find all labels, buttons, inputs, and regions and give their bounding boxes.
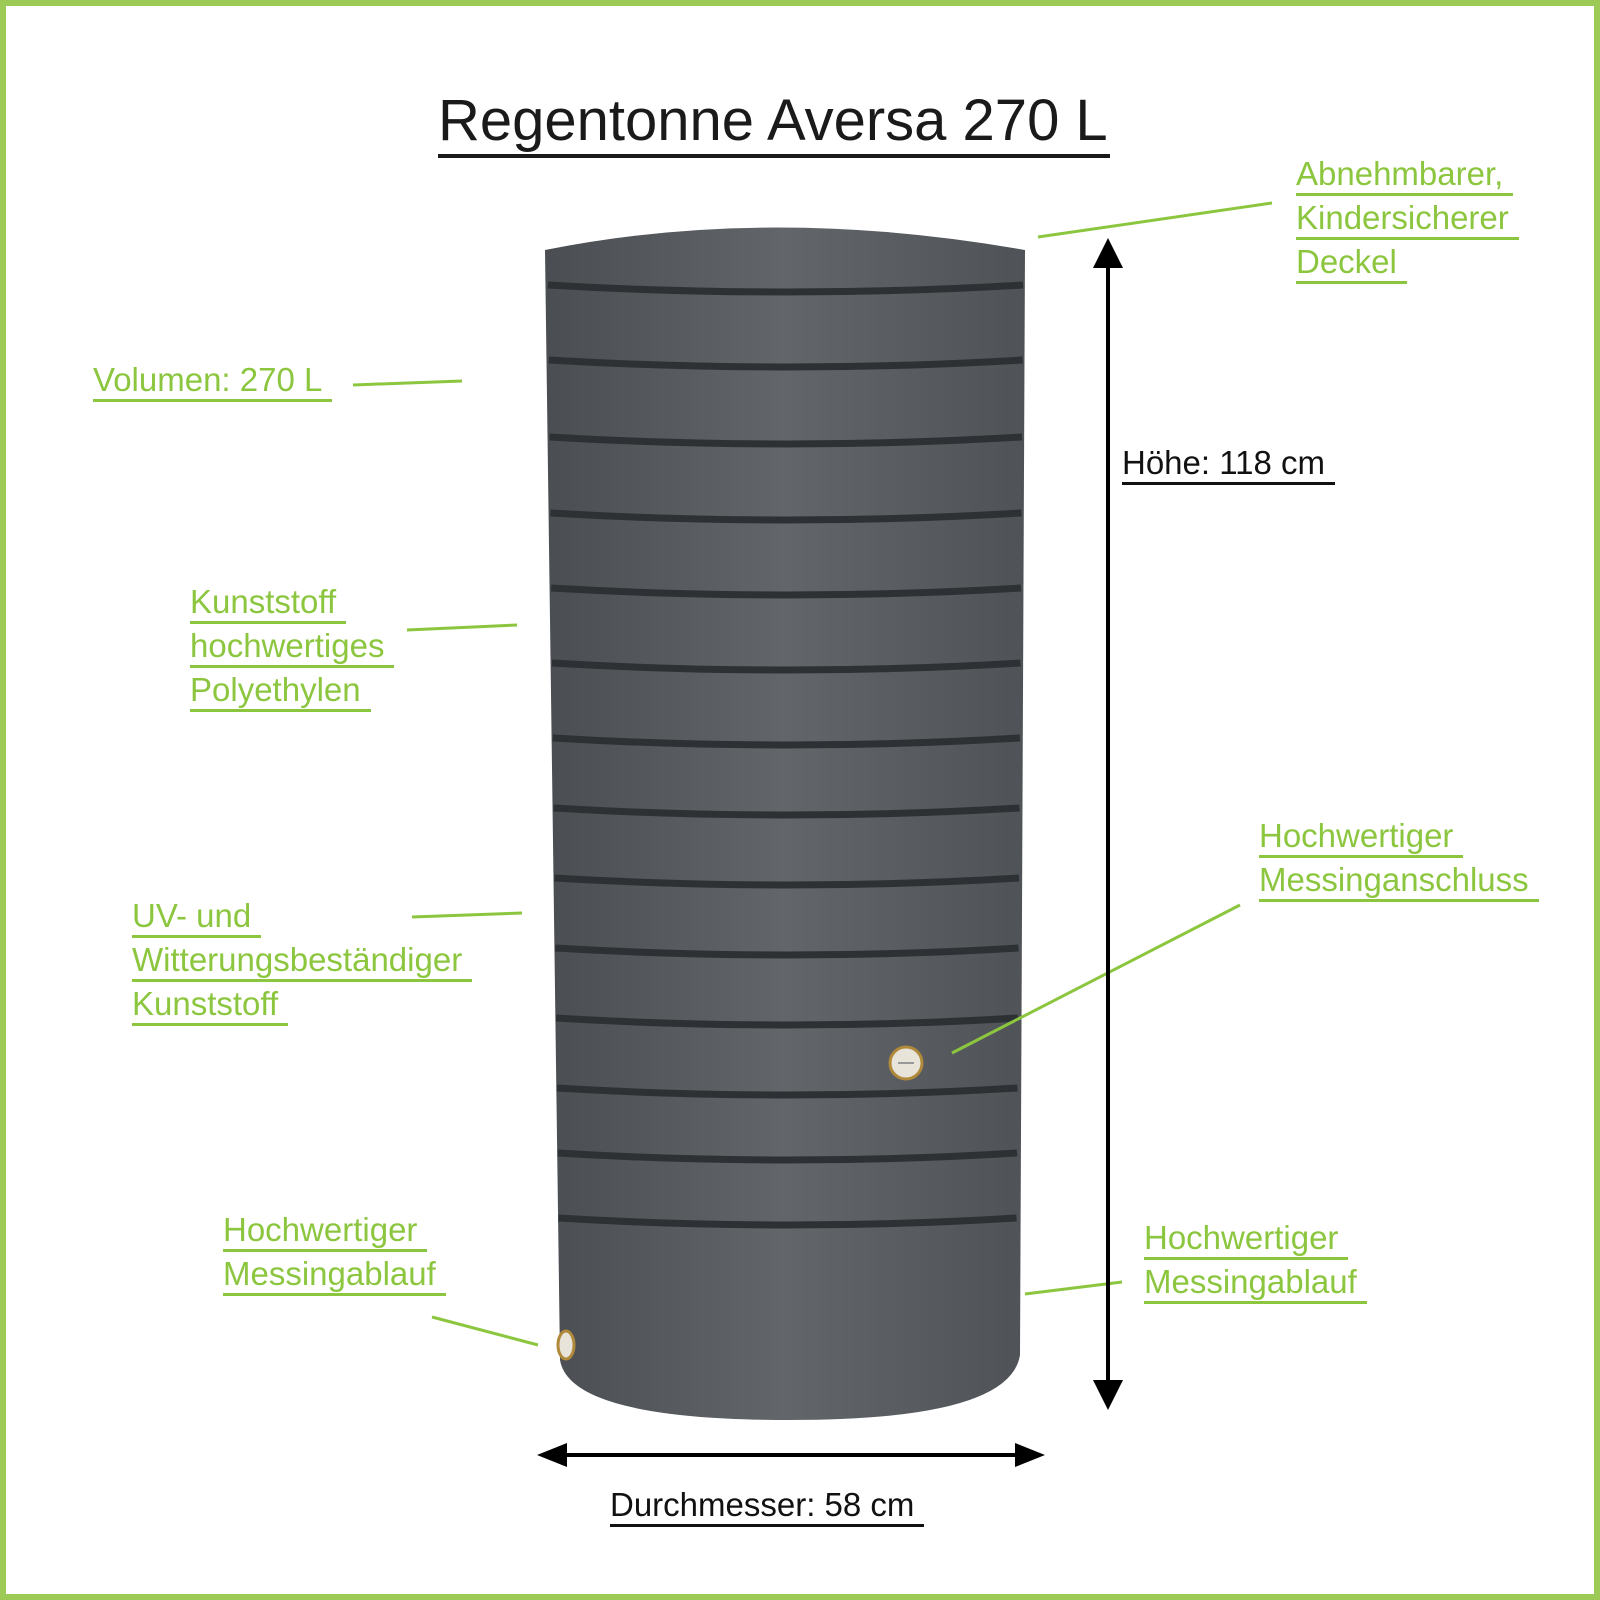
barrel-groove	[556, 1084, 1018, 1099]
page-title: Regentonne Aversa 270 L	[438, 88, 1110, 158]
diameter-arrow	[537, 1443, 1045, 1467]
height-label: Höhe: 118 cm	[1122, 444, 1335, 485]
barrel-groove	[554, 944, 1019, 959]
leader-lines	[352, 201, 1273, 1347]
label-volume: Volumen: 270 L	[93, 358, 333, 402]
barrel-groove	[558, 1214, 1017, 1229]
barrel-groove	[550, 509, 1022, 524]
barrel-groove	[555, 1014, 1019, 1029]
diameter-label: Durchmesser: 58 cm	[610, 1486, 925, 1527]
barrel-groove	[549, 433, 1023, 448]
barrel-groove	[557, 1149, 1018, 1164]
barrel-groove	[548, 356, 1023, 371]
barrel-groove	[552, 734, 1021, 749]
rain-barrel	[545, 227, 1025, 1420]
barrel-groove	[553, 804, 1020, 819]
barrel-groove	[554, 874, 1020, 889]
barrel-grooves	[547, 281, 1024, 1229]
brass-connector-icon	[888, 1045, 924, 1081]
barrel-groove	[550, 584, 1022, 599]
height-arrow	[1093, 238, 1123, 1410]
barrel-groove	[547, 281, 1024, 296]
brass-drain-icon	[556, 1329, 576, 1361]
barrel-groove	[551, 659, 1021, 674]
